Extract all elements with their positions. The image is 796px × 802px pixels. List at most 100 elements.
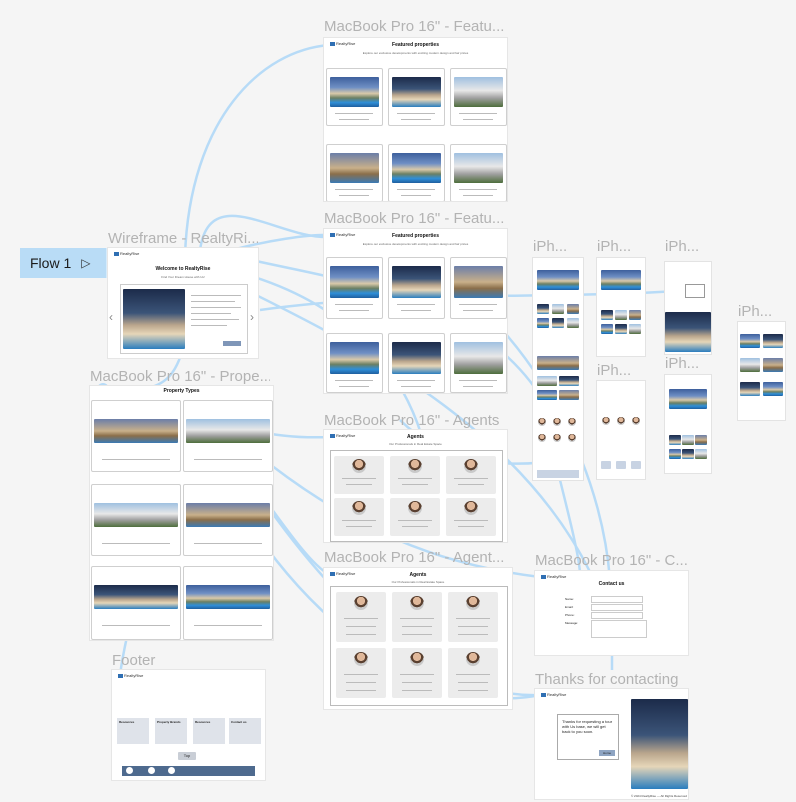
logo: RealtyRise — [541, 574, 566, 579]
property-type-card[interactable] — [91, 484, 181, 556]
property-card[interactable] — [388, 144, 445, 201]
copyright: © 2024 RealtyRise — All Rights Reserved — [631, 794, 687, 798]
property-card[interactable] — [388, 257, 445, 319]
frame-iphone-3[interactable] — [597, 381, 645, 479]
footer-col-title: Property Brands — [157, 720, 181, 724]
contact-heading: Contact us — [598, 581, 625, 587]
logo: RealtyRise — [330, 41, 355, 46]
frame-title-iphone-1[interactable]: iPh... — [533, 238, 568, 255]
flow-label: Flow 1 — [30, 255, 72, 271]
property-type-card[interactable] — [183, 400, 273, 472]
logo: RealtyRise — [118, 673, 143, 678]
agent-card[interactable] — [446, 456, 496, 494]
frame-title-agents-1[interactable]: MacBook Pro 16" - Agents — [324, 412, 500, 429]
home-button[interactable]: Home — [599, 750, 615, 756]
frame-title-iphone-4[interactable]: iPh... — [665, 238, 700, 255]
property-card[interactable] — [326, 144, 383, 201]
agent-card[interactable] — [390, 456, 440, 494]
frame-footer[interactable]: RealtyRise Resources Property Brands Res… — [112, 670, 265, 780]
message-input[interactable] — [591, 620, 647, 638]
agent-card[interactable] — [446, 498, 496, 536]
frame-title-thanks[interactable]: Thanks for contacting — [535, 671, 679, 688]
agents-heading: Agents — [409, 572, 427, 578]
frame-iphone-6[interactable] — [738, 322, 785, 420]
message-label: Message: — [565, 621, 579, 625]
featured-subtitle: Explore our exclusive developments with … — [362, 51, 469, 55]
frame-featured-2[interactable]: RealtyRise Featured properties Explore o… — [324, 229, 507, 393]
thanks-message: Thanks for requesting a tour with Us bas… — [562, 719, 613, 734]
chevron-right-icon[interactable]: › — [250, 310, 254, 324]
welcome-heading: Welcome to RealtyRise — [155, 266, 211, 272]
frame-title-iphone-6[interactable]: iPh... — [738, 303, 773, 320]
frame-agents-2[interactable]: RealtyRise Agents Our Professionals in R… — [324, 568, 512, 709]
property-card[interactable] — [450, 144, 507, 201]
frame-property-types[interactable]: Property Types — [90, 386, 273, 640]
property-card[interactable] — [450, 68, 507, 126]
frame-title-properties[interactable]: MacBook Pro 16" - Prope... — [90, 368, 270, 385]
frame-title-contact[interactable]: MacBook Pro 16" - C... — [535, 552, 688, 569]
flow-start-button[interactable]: Flow 1 ▷ — [20, 248, 106, 278]
property-type-card[interactable] — [91, 566, 181, 640]
property-type-card[interactable] — [91, 400, 181, 472]
frame-title-featured-1[interactable]: MacBook Pro 16" - Featu... — [324, 18, 504, 35]
agents-subtitle: Our Professionals in Real Estate Space — [389, 442, 442, 446]
featured-heading: Featured properties — [392, 233, 439, 239]
hero-carousel[interactable] — [120, 284, 248, 354]
agent-card[interactable] — [448, 592, 498, 642]
property-type-card[interactable] — [183, 566, 273, 640]
agents-subtitle: Our Professionals in Real Estate Space — [391, 580, 445, 584]
footer-col-title: Resources — [195, 720, 211, 724]
agent-card[interactable] — [336, 592, 386, 642]
frame-title-agents-2[interactable]: MacBook Pro 16" - Agent... — [324, 549, 504, 566]
top-button[interactable]: Top — [178, 752, 196, 760]
logo: RealtyRise — [330, 433, 355, 438]
email-label: Email: — [565, 605, 574, 609]
agent-card[interactable] — [334, 498, 384, 536]
frame-title-wireframe[interactable]: Wireframe - RealtyRi... — [108, 230, 258, 247]
agent-card[interactable] — [448, 648, 498, 698]
frame-title-iphone-2[interactable]: iPh... — [597, 238, 632, 255]
frame-title-footer[interactable]: Footer — [112, 652, 156, 669]
twitter-icon[interactable] — [148, 767, 155, 774]
agent-card[interactable] — [390, 498, 440, 536]
frame-thanks[interactable]: RealtyRise Thanks for requesting a tour … — [535, 689, 688, 799]
email-input[interactable] — [591, 604, 643, 611]
footer-col-title: Contact us — [231, 720, 247, 724]
facebook-icon[interactable] — [126, 767, 133, 774]
property-card[interactable] — [326, 333, 383, 393]
frame-agents-1[interactable]: RealtyRise Agents Our Professionals in R… — [324, 430, 507, 542]
welcome-subtitle: Find Your Dream House with Us! — [161, 275, 205, 279]
frame-wireframe-home[interactable]: RealtyRise Welcome to RealtyRise Find Yo… — [108, 248, 258, 358]
frame-contact[interactable]: RealtyRise Contact us Name: Email: Phone… — [535, 571, 688, 655]
name-input[interactable] — [591, 596, 643, 603]
instagram-icon[interactable] — [168, 767, 175, 774]
frame-iphone-5[interactable] — [665, 375, 711, 473]
property-types-heading: Property Types — [163, 388, 200, 394]
agent-card[interactable] — [392, 592, 442, 642]
property-type-card[interactable] — [183, 484, 273, 556]
agent-card[interactable] — [392, 648, 442, 698]
agent-card[interactable] — [334, 456, 384, 494]
property-card[interactable] — [326, 257, 383, 319]
footer-col-title: Resources — [119, 720, 135, 724]
logo: RealtyRise — [541, 692, 566, 697]
property-card[interactable] — [388, 68, 445, 126]
frame-featured-1[interactable]: RealtyRise Featured properties Explore o… — [324, 38, 507, 201]
frame-iphone-4[interactable] — [665, 262, 711, 354]
frame-title-featured-2[interactable]: MacBook Pro 16" - Featu... — [324, 210, 504, 227]
frame-title-iphone-5[interactable]: iPh... — [665, 355, 700, 372]
phone-input[interactable] — [591, 612, 643, 619]
agent-card[interactable] — [336, 648, 386, 698]
property-card[interactable] — [450, 257, 507, 319]
frame-iphone-2[interactable] — [597, 258, 645, 356]
hero-image — [631, 699, 688, 789]
property-card[interactable] — [450, 333, 507, 393]
frame-title-iphone-3[interactable]: iPh... — [597, 362, 632, 379]
property-card[interactable] — [388, 333, 445, 393]
frame-iphone-1[interactable] — [533, 258, 583, 480]
chevron-left-icon[interactable]: ‹ — [109, 310, 113, 324]
featured-heading: Featured properties — [392, 42, 439, 48]
logo: RealtyRise — [330, 571, 355, 576]
property-card[interactable] — [326, 68, 383, 126]
logo: RealtyRise — [114, 251, 139, 256]
